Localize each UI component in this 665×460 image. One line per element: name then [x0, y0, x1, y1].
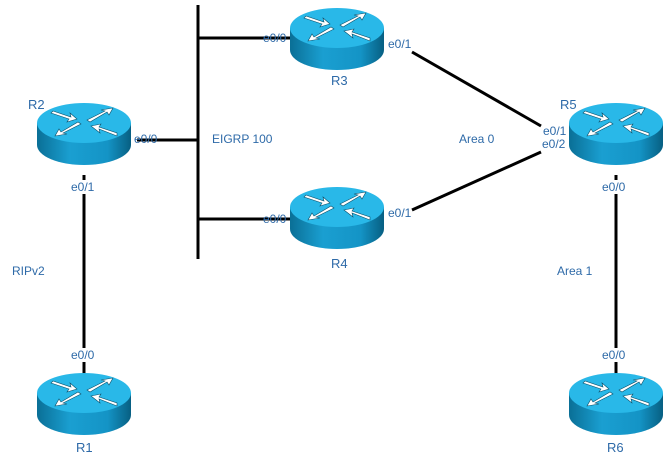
router-r1-label: R1: [76, 440, 93, 455]
router-r5-label: R5: [560, 97, 577, 112]
r4-e01-label: e0/1: [388, 206, 412, 220]
router-r2-label: R2: [28, 97, 45, 112]
r3-e01-label: e0/1: [388, 37, 412, 51]
router-r1-icon[interactable]: [36, 372, 132, 436]
link-r3-r5: [411, 50, 542, 128]
r4-e00-label: e0/0: [263, 212, 287, 226]
r5-e00-label: e0/0: [602, 180, 626, 194]
area1-label: Area 1: [557, 264, 593, 278]
r3-e00-label: e0/0: [263, 31, 287, 45]
router-r3-icon[interactable]: [289, 7, 385, 71]
r6-e00-label: e0/0: [602, 348, 626, 362]
r2-e01-label: e0/1: [71, 180, 95, 194]
area0-label: Area 0: [459, 132, 495, 146]
rip-area-label: RIPv2: [12, 264, 45, 278]
r5-e01-label: e0/1: [543, 124, 567, 138]
router-r2-icon[interactable]: [36, 102, 132, 166]
router-r4-icon[interactable]: [289, 186, 385, 250]
router-r3-label: R3: [331, 73, 348, 88]
router-r5-icon[interactable]: [568, 102, 664, 166]
router-r6-icon[interactable]: [568, 372, 664, 436]
router-r4-label: R4: [331, 256, 348, 271]
r2-e00-label: e0/0: [134, 132, 158, 146]
link-r4-r5: [411, 150, 542, 212]
r1-e00-label: e0/0: [71, 348, 95, 362]
router-r6-label: R6: [607, 440, 624, 455]
eigrp-area-label: EIGRP 100: [212, 132, 273, 146]
r5-e02-label: e0/2: [542, 137, 566, 151]
